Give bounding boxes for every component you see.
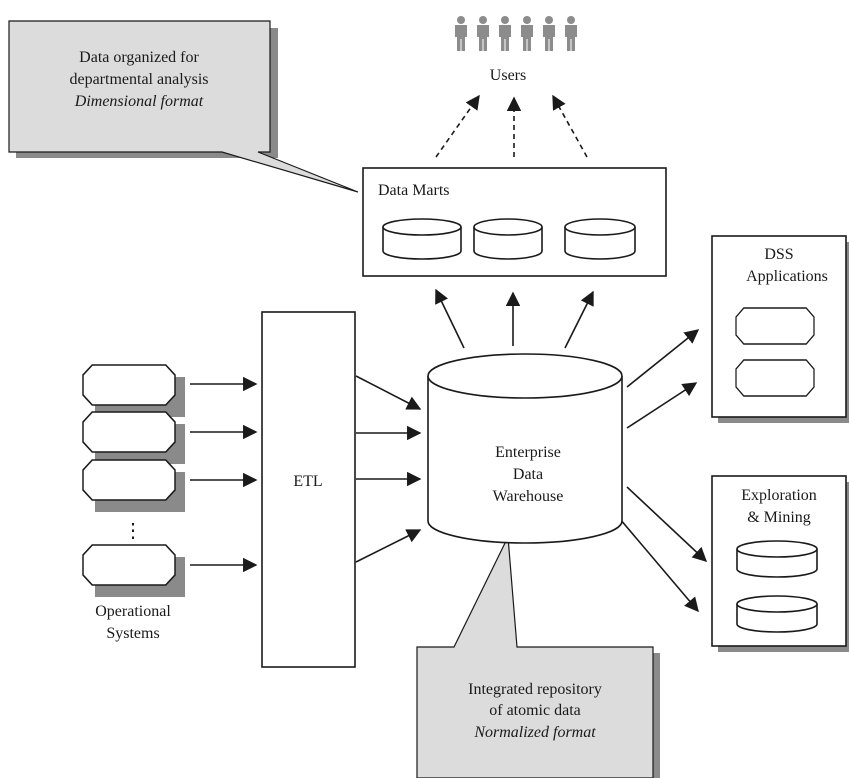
operational-source — [82, 544, 185, 597]
data-marts-title: Data Marts — [378, 182, 450, 199]
arrows-to-data-marts — [435, 288, 594, 349]
callout-normalized-format: Integrated repository of atomic data Nor… — [416, 534, 660, 778]
exploration-mining-box: Exploration & Mining — [711, 475, 849, 652]
mining-store — [736, 595, 818, 633]
users-group: Users — [455, 16, 577, 84]
callout-bottom-line3: Normalized format — [473, 724, 596, 741]
data-mart-store — [382, 218, 462, 260]
dss-app-module — [735, 307, 815, 345]
person-icon — [521, 16, 533, 51]
callout-top-line2: departmental analysis — [69, 71, 208, 88]
dss-label-line1: DSS — [764, 246, 793, 263]
operational-label-line1: Operational — [95, 603, 171, 620]
callout-dimensional-format: Data organized for departmental analysis… — [8, 20, 359, 193]
callout-top-line3: Dimensional format — [74, 93, 204, 110]
operational-systems: ⋮ Operational Systems — [82, 364, 185, 642]
data-marts-box: Data Marts — [362, 167, 667, 277]
person-icon — [565, 16, 577, 51]
person-icon — [477, 16, 489, 51]
users-label: Users — [490, 67, 526, 84]
person-icon — [455, 16, 467, 51]
callout-top-line1: Data organized for — [79, 49, 199, 66]
callout-bottom-line2: of atomic data — [489, 702, 581, 719]
enterprise-data-warehouse: Enterprise Data Warehouse — [427, 353, 623, 544]
operational-ellipsis: ⋮ — [123, 520, 143, 542]
edw-label-line3: Warehouse — [493, 488, 564, 505]
etl-label: ETL — [293, 473, 322, 490]
mining-store — [736, 540, 818, 578]
exploration-label-line1: Exploration — [741, 487, 817, 504]
arrows-to-applications — [619, 329, 708, 613]
operational-label-line2: Systems — [106, 625, 159, 642]
arrows-to-users — [435, 94, 588, 158]
edw-label-line1: Enterprise — [495, 444, 561, 461]
operational-source — [82, 459, 185, 512]
users-icons — [455, 16, 577, 51]
dss-label-line2: Applications — [746, 268, 828, 285]
person-icon — [543, 16, 555, 51]
data-mart-store — [564, 218, 636, 260]
arrows-etl-to-edw — [355, 375, 422, 563]
operational-source — [82, 411, 185, 464]
person-icon — [499, 16, 511, 51]
etl-box: ETL — [261, 311, 356, 668]
exploration-label-line2: & Mining — [747, 509, 811, 526]
callout-bottom-line1: Integrated repository — [468, 681, 602, 698]
edw-label-line2: Data — [513, 466, 543, 483]
data-mart-store — [473, 218, 543, 260]
dss-app-module — [735, 359, 815, 397]
arrows-to-etl — [190, 376, 258, 573]
operational-source — [82, 364, 185, 417]
dss-applications-box: DSS Applications — [711, 235, 849, 423]
